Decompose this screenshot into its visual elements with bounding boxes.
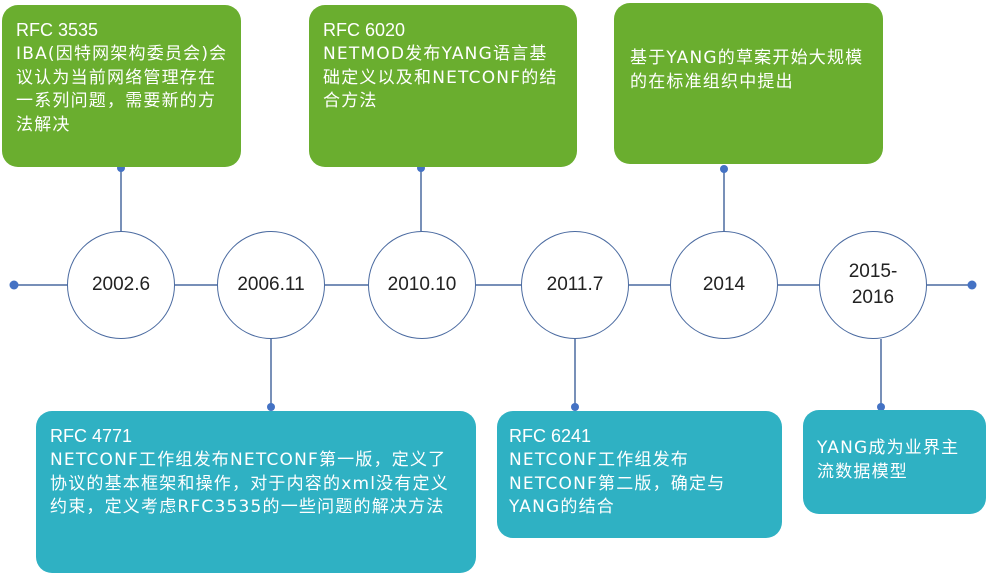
event-box-2011: RFC 6241 NETCONF工作组发布NETCONF第二版，确定与YANG的… (497, 411, 782, 538)
year-circle-2011: 2011.7 (521, 231, 629, 339)
event-description: NETCONF工作组发布NETCONF第一版，定义了协议的基本框架和操作，对于内… (50, 450, 449, 517)
year-label: 2011.7 (546, 274, 604, 295)
event-box-2010: RFC 6020 NETMOD发布YANG语言基础定义以及和NETCONF的结合… (309, 5, 577, 167)
event-box-2015: YANG成为业界主流数据模型 (803, 410, 986, 514)
year-circle-2010: 2010.10 (368, 231, 476, 339)
event-description: NETMOD发布YANG语言基础定义以及和NETCONF的结合方法 (323, 44, 558, 111)
event-description: NETCONF工作组发布NETCONF第二版，确定与YANG的结合 (509, 450, 726, 517)
rfc-label: RFC 3535 (16, 20, 99, 40)
year-circle-2002: 2002.6 (67, 231, 175, 339)
year-label: 2006.11 (237, 274, 305, 295)
connector-dot-2015 (877, 403, 885, 411)
connector-dot-2011 (571, 403, 579, 411)
year-label: 2002.6 (91, 274, 151, 295)
rfc-label: RFC 6241 (509, 426, 592, 446)
axis-end-dot (967, 280, 977, 290)
rfc-label: RFC 6020 (323, 20, 406, 40)
rfc-label: RFC 4771 (50, 426, 133, 446)
connector-dot-2006 (267, 403, 275, 411)
year-circle-2006: 2006.11 (217, 231, 325, 339)
event-description: YANG成为业界主流数据模型 (817, 438, 960, 482)
year-circle-2014: 2014 (670, 231, 778, 339)
axis-start-dot (9, 280, 19, 290)
event-description: 基于YANG的草案开始大规模的在标准组织中提出 (630, 48, 864, 92)
year-label: 2014 (702, 274, 746, 295)
year-label: 2015-2016 (848, 261, 898, 308)
year-label: 2010.10 (387, 274, 457, 295)
connector-dot-2014 (720, 165, 728, 173)
year-circle-2015: 2015-2016 (819, 231, 927, 339)
event-description: IBA(因特网架构委员会)会议认为当前网络管理存在一系列问题，需要新的方法解决 (16, 44, 228, 135)
event-box-2014: 基于YANG的草案开始大规模的在标准组织中提出 (614, 3, 883, 164)
event-box-2006: RFC 4771 NETCONF工作组发布NETCONF第一版，定义了协议的基本… (36, 411, 476, 573)
event-box-2002: RFC 3535 IBA(因特网架构委员会)会议认为当前网络管理存在一系列问题，… (2, 5, 241, 167)
